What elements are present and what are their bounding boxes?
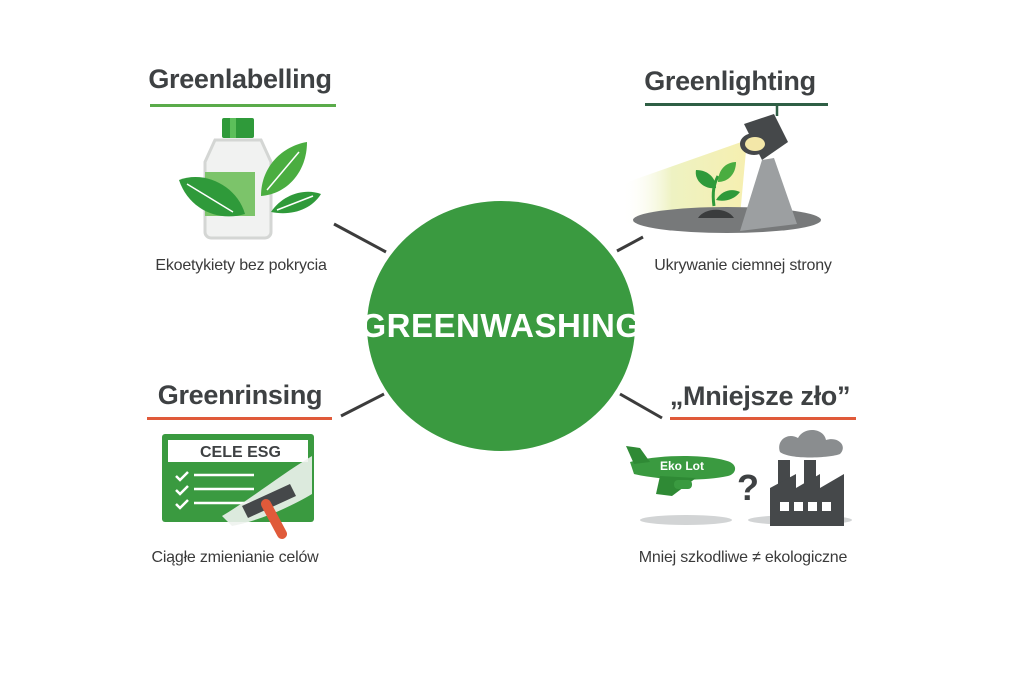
question-mark: ?	[737, 467, 759, 508]
node-caption: Ciągłe zmienianie celów	[151, 549, 319, 566]
node-title: Greenrinsing	[157, 380, 323, 410]
title-underline	[147, 417, 332, 420]
plane-text: Eko Lot	[660, 459, 704, 473]
center-label: GREENWASHING	[360, 307, 642, 344]
esg-board-squeegee-icon: CELE ESG	[162, 434, 314, 539]
title-underline	[645, 103, 828, 106]
node-caption: Mniej szkodliwe ≠ ekologiczne	[638, 549, 848, 566]
node-title: „Mniejsze zło”	[669, 381, 851, 411]
node-title: Greenlighting	[644, 66, 816, 96]
title-underline	[150, 104, 336, 107]
board-text: CELE ESG	[200, 444, 281, 461]
plane-vs-factory-icon: Eko Lot ?	[626, 429, 852, 526]
spotlight-on-plant-icon	[622, 104, 821, 233]
bottle-with-leaves-icon	[179, 118, 321, 240]
node-title: Greenlabelling	[148, 64, 332, 94]
node-caption: Ekoetykiety bez pokrycia	[155, 257, 327, 274]
title-underline	[670, 417, 856, 420]
center-hub: GREENWASHING	[360, 201, 641, 451]
node-caption: Ukrywanie ciemnej strony	[654, 257, 832, 274]
